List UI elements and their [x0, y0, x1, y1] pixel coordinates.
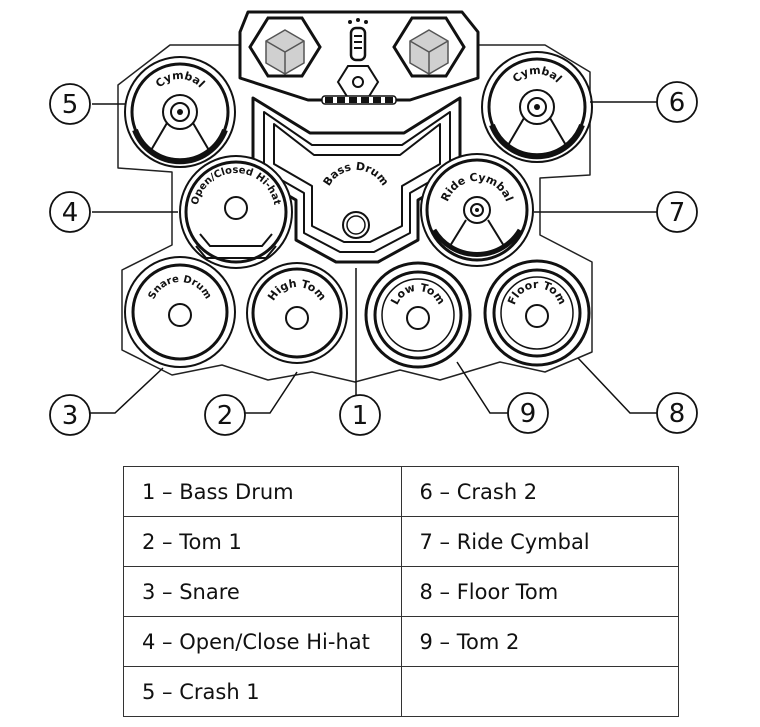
svg-text:1: 1 [352, 401, 369, 431]
legend-cell: 5 – Crash 1 [123, 666, 402, 717]
callout-1: 1 [339, 394, 381, 436]
ride-cymbal-pad: Ride Cymbal [420, 153, 534, 267]
control-buttons-icon [321, 65, 397, 105]
low-tom-pad: Low Tom [364, 261, 472, 369]
svg-text:5: 5 [62, 90, 79, 120]
callout-7: 7 [656, 191, 698, 233]
callout-5: 5 [49, 83, 91, 125]
legend-cell: 2 – Tom 1 [123, 516, 402, 567]
crash-1-pad: Cymbal [124, 56, 236, 168]
legend-row: 4 – Open/Close Hi-hat 9 – Tom 2 [123, 616, 679, 667]
callout-leader-lines [90, 101, 657, 414]
hi-hat-pad: Open/Closed Hi-hat [179, 155, 293, 269]
svg-text:9: 9 [520, 399, 537, 429]
high-tom-pad: High Tom [246, 262, 348, 364]
callout-6: 6 [656, 81, 698, 123]
legend-row: 5 – Crash 1 [123, 666, 679, 717]
legend-row: 3 – Snare 8 – Floor Tom [123, 566, 679, 617]
svg-text:6: 6 [669, 88, 686, 118]
drum-pad-body-outline [117, 44, 593, 383]
callout-9: 9 [507, 392, 549, 434]
legend-cell: 9 – Tom 2 [400, 616, 679, 667]
callout-4: 4 [49, 191, 91, 233]
svg-text:3: 3 [62, 401, 79, 431]
svg-text:7: 7 [669, 198, 686, 228]
snare-pad: Snare Drum [124, 256, 236, 368]
floor-tom-pad: Floor Tom [483, 259, 591, 367]
legend-row: 2 – Tom 1 7 – Ride Cymbal [123, 516, 679, 567]
svg-text:2: 2 [217, 401, 234, 431]
speaker-icon [392, 16, 466, 78]
drum-pad-diagram: Bass Drum Cymbal Cymbal [49, 10, 698, 436]
svg-text:8: 8 [669, 399, 686, 429]
legend-cell: 4 – Open/Close Hi-hat [123, 616, 402, 667]
callout-8: 8 [656, 392, 698, 434]
speaker-icon [248, 16, 322, 78]
callout-2: 2 [204, 394, 246, 436]
legend-cell [400, 666, 679, 717]
svg-text:4: 4 [62, 198, 79, 228]
legend-cell: 3 – Snare [123, 566, 402, 617]
legend-cell: 1 – Bass Drum [123, 466, 402, 517]
legend-cell: 7 – Ride Cymbal [400, 516, 679, 567]
legend-cell: 6 – Crash 2 [400, 466, 679, 517]
control-panel [238, 10, 480, 105]
volume-slider-icon [348, 18, 368, 62]
bass-drum-pad: Bass Drum [251, 96, 462, 264]
legend-table: 1 – Bass Drum 6 – Crash 2 2 – Tom 1 7 – … [123, 466, 679, 717]
crash-2-pad: Cymbal [481, 51, 593, 163]
legend-cell: 8 – Floor Tom [400, 566, 679, 617]
legend-row: 1 – Bass Drum 6 – Crash 2 [123, 466, 679, 517]
callout-3: 3 [49, 394, 91, 436]
